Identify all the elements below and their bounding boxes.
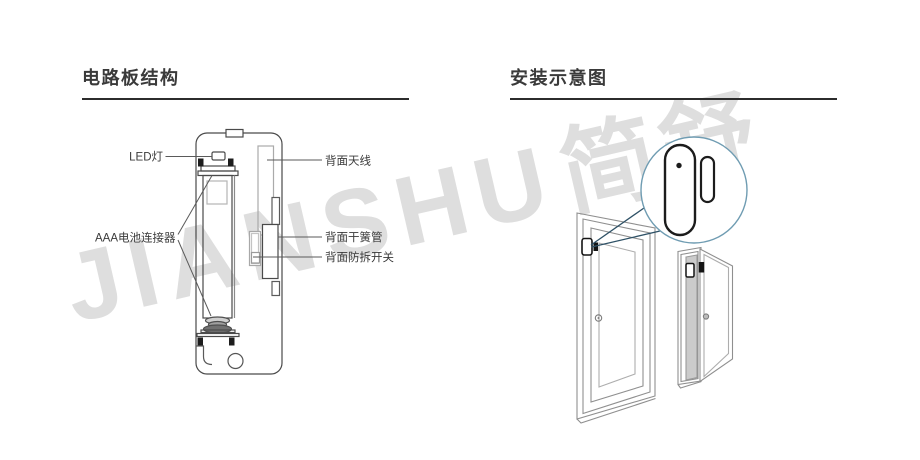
contact-bar-upper-2 [197, 170, 239, 177]
contact-bar-lower-1 [200, 329, 236, 334]
door-opening [685, 254, 698, 381]
door-bottom-edge [576, 397, 656, 424]
label-led: LED灯 [129, 151, 163, 164]
open-door-panel-groove [703, 253, 730, 378]
leader-lines [165, 156, 322, 317]
antenna-strip [257, 145, 275, 236]
shell-bottom-ledge [196, 345, 213, 366]
door-frame-inner [582, 218, 651, 415]
battery-spring-bottom [202, 316, 233, 334]
contact-bar-lower-2 [196, 332, 240, 338]
sensor-magnet [699, 155, 716, 204]
sensor-on-door-magnet [593, 242, 598, 251]
door-knob [594, 314, 603, 322]
screw-tabs [197, 158, 235, 346]
door-closed [576, 212, 656, 424]
section-title-installation: 安装示意图 [510, 64, 837, 100]
battery-window [206, 180, 228, 205]
door-panel [590, 227, 644, 403]
label-battery-connector: AAA电池连接器 [95, 231, 176, 245]
magnet-on-door [698, 262, 705, 273]
label-reed-switch: 背面干簧管 [325, 230, 383, 244]
leader-battery-bottom [177, 239, 212, 317]
side-notch-upper [271, 196, 281, 226]
contact-bar-upper-1 [200, 165, 236, 172]
section-title-installation-text: 安装示意图 [510, 68, 608, 88]
open-frame-bottom-edge [677, 380, 702, 389]
door-frame-outer [576, 212, 656, 420]
sensor-on-door-body [581, 237, 593, 256]
sensor-on-frame-open [685, 262, 695, 278]
section-title-circuit-board: 电路板结构 [82, 64, 409, 100]
callout-wedge [590, 207, 661, 248]
door-panel-groove [598, 242, 636, 388]
door-knob-dot [597, 317, 600, 319]
open-door-panel [699, 248, 734, 383]
callout-circle-group [640, 136, 748, 244]
installation-figure [576, 136, 748, 424]
sensor-on-door-closed [581, 237, 598, 256]
door-open [677, 246, 734, 389]
label-tamper-switch: 背面防拆开关 [325, 250, 394, 264]
circuit-board-figure [195, 128, 283, 375]
led-indicator [211, 151, 226, 161]
open-frame-inner [680, 250, 699, 383]
label-antenna: 背面天线 [325, 154, 371, 168]
reed-switch-body [248, 230, 262, 267]
leader-battery-top [177, 175, 213, 235]
mounting-hole [227, 352, 244, 370]
sensor-led-dot [676, 162, 682, 169]
tamper-switch-body [250, 251, 261, 264]
side-notch-lower [271, 280, 281, 297]
section-title-circuit-board-text: 电路板结构 [82, 68, 180, 88]
reed-panel [261, 223, 279, 280]
device-top-tab [225, 128, 244, 138]
sensor-main-unit [663, 143, 697, 237]
open-door-knob [702, 313, 710, 320]
